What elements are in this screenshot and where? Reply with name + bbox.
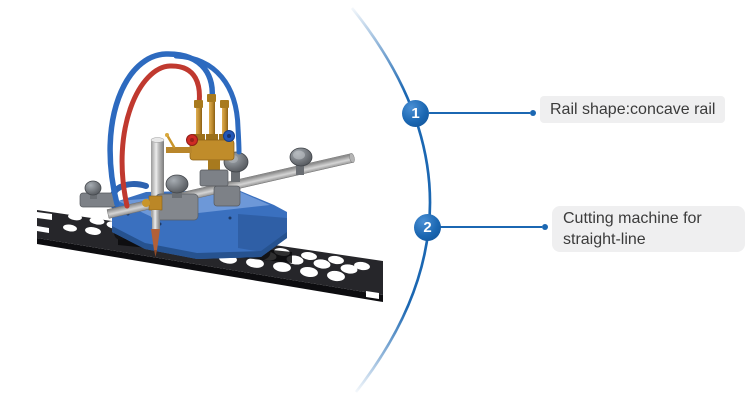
- cutting-machine-image: [37, 51, 383, 302]
- gas-hoses: [107, 51, 242, 209]
- callout-1-badge: 1: [402, 100, 429, 127]
- valve-manifold: [165, 94, 235, 187]
- callout-1-connector-line: [429, 112, 530, 114]
- callout-2-badge: 2: [414, 214, 441, 241]
- cutting-torch: [142, 195, 163, 257]
- callout-2-connector-line: [440, 226, 542, 228]
- oxygen-hose: [107, 51, 216, 207]
- bar-clamp-knob-right: [289, 147, 313, 175]
- callout-2-label: Cutting machine for straight-line: [552, 206, 745, 252]
- callout-2-connector-dot: [542, 224, 548, 230]
- callout-1-label: Rail shape:concave rail: [540, 96, 726, 123]
- cross-slide: [79, 180, 117, 208]
- clamp-knob: [165, 174, 189, 194]
- torch-tip: [151, 229, 160, 250]
- fuel-hose: [119, 63, 202, 209]
- feed-knob: [84, 180, 102, 196]
- callout-1-connector-dot: [530, 110, 536, 116]
